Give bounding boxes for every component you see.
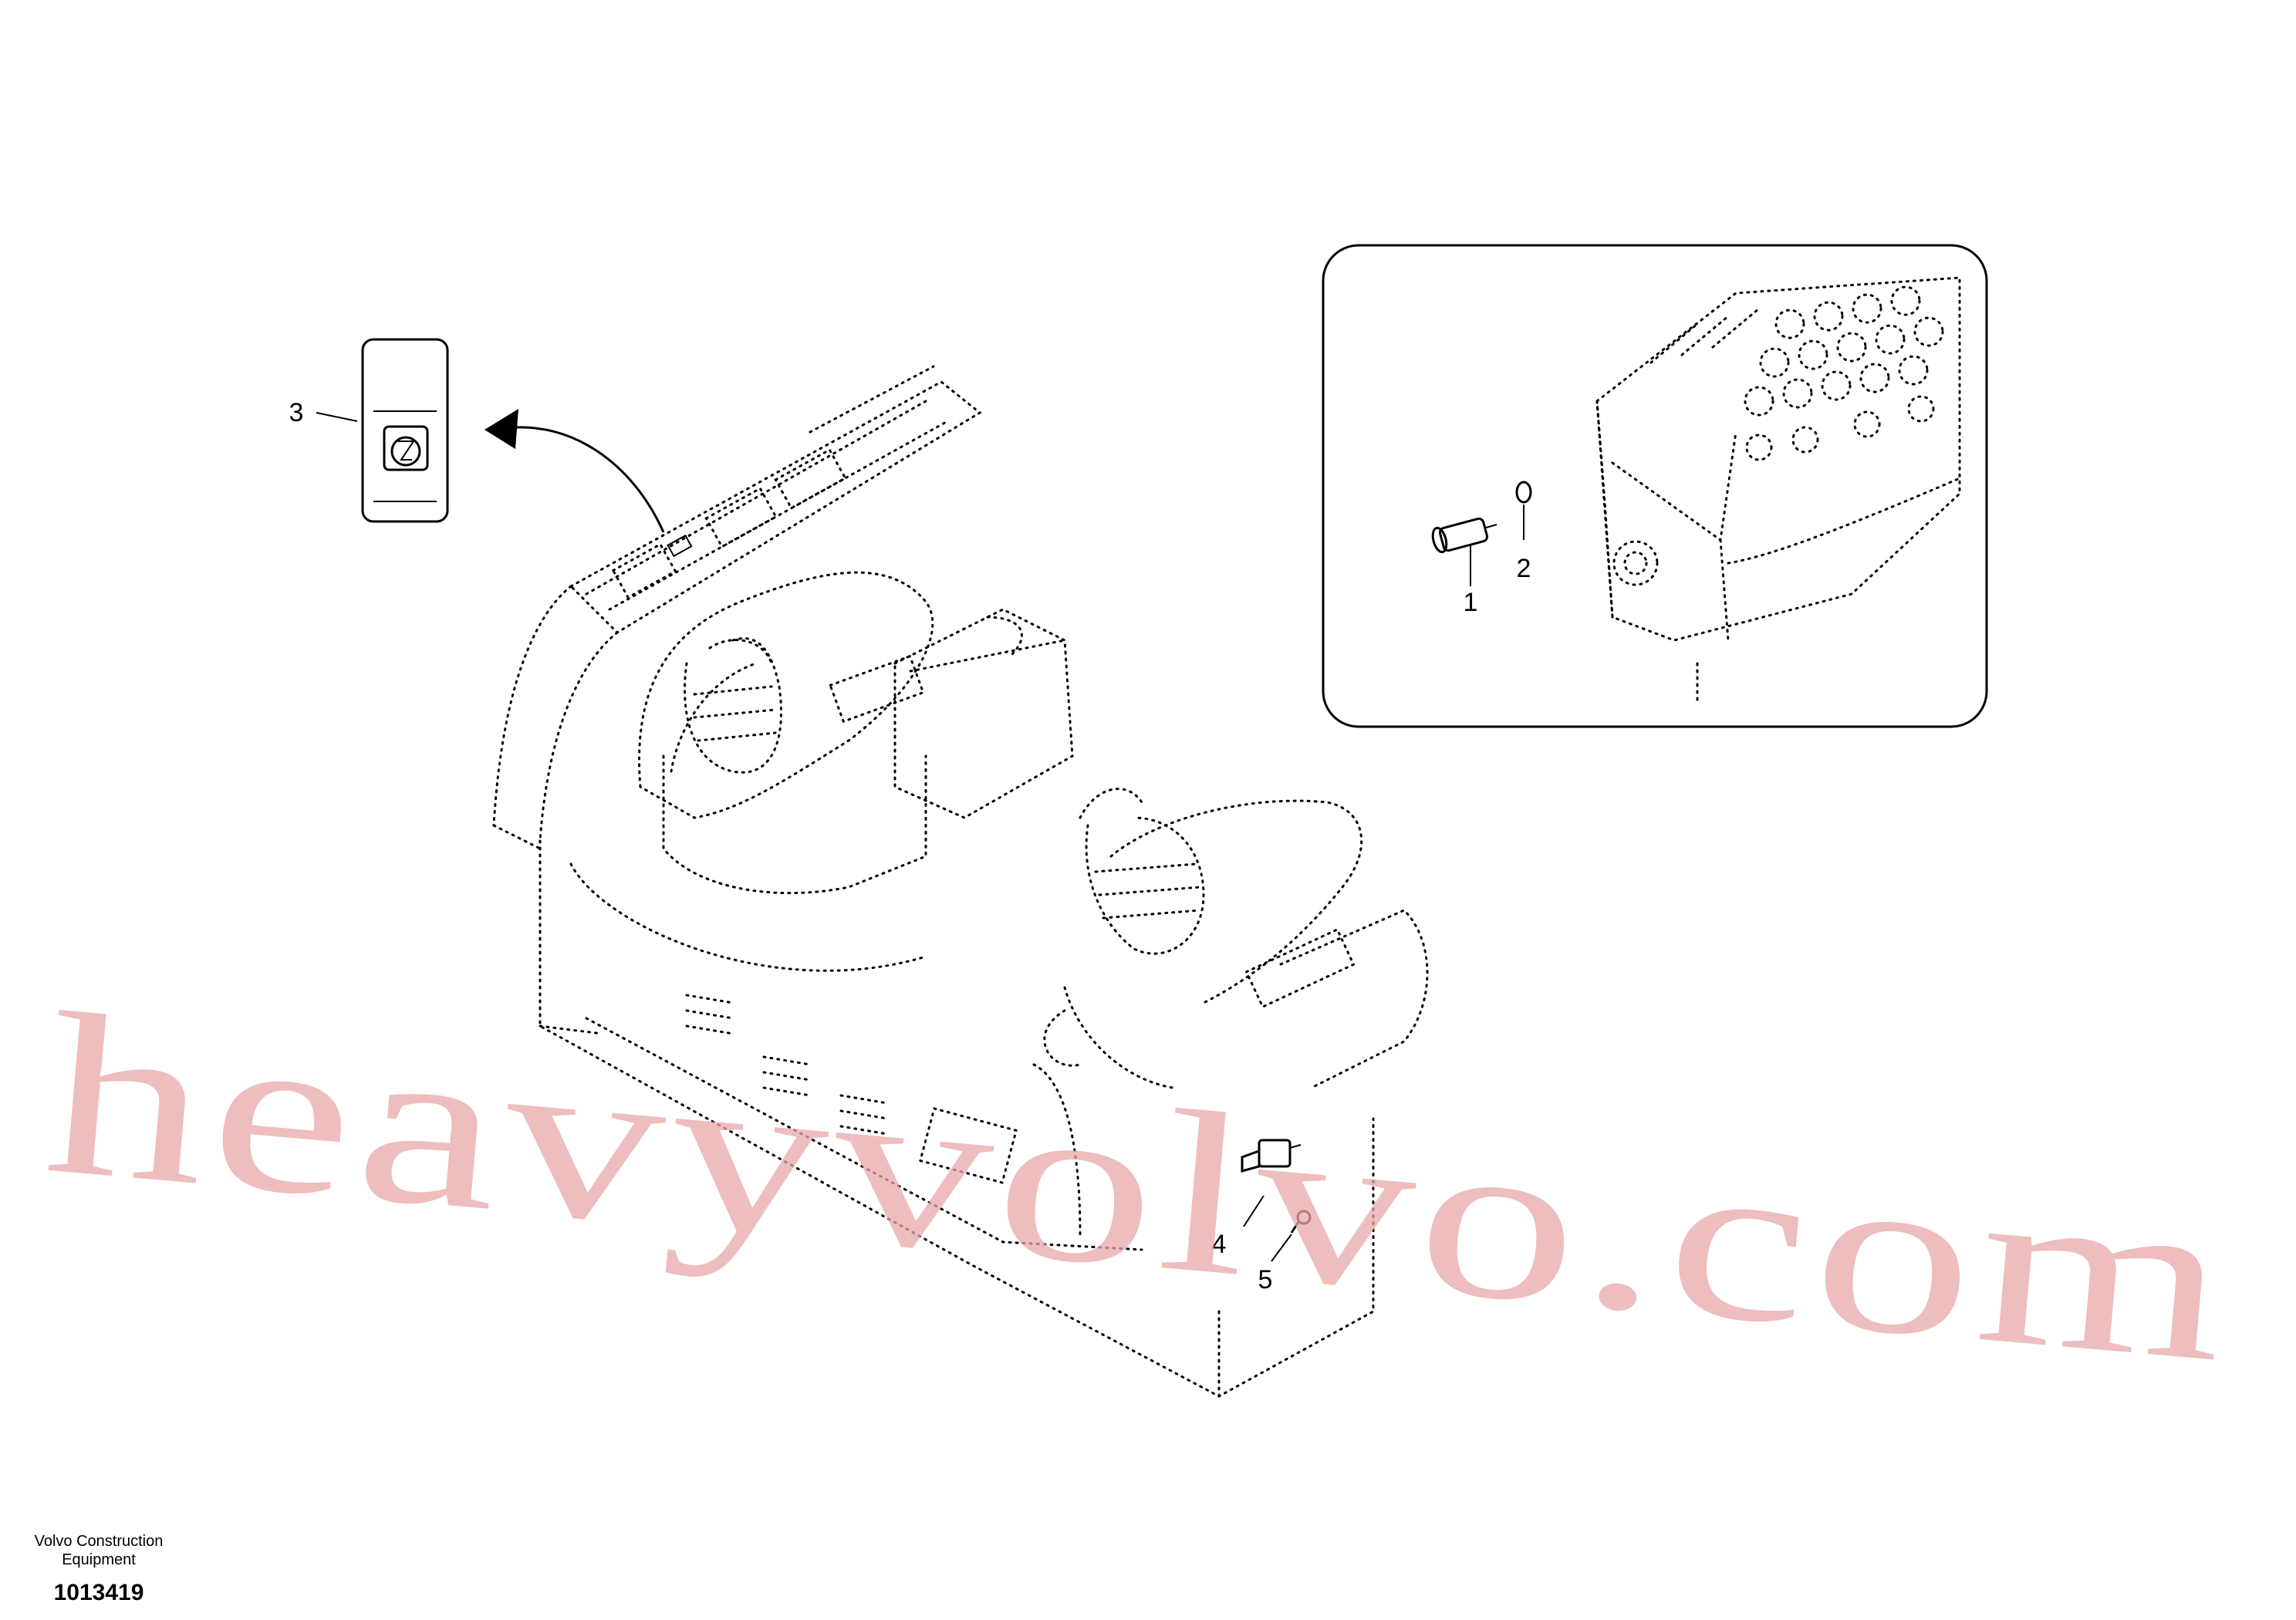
pressure-sensor-part-1 [1431, 517, 1497, 554]
inset-detail-panel [1322, 244, 1988, 728]
right-joystick [1043, 788, 1205, 1067]
callout-3: 3 [289, 398, 304, 427]
drawing-number: 1013419 [54, 1580, 144, 1605]
callout-2: 2 [1517, 554, 1531, 583]
callout-5: 5 [1258, 1265, 1273, 1294]
relay-part-4 [1241, 1139, 1302, 1173]
switch-decal-part-3 [361, 338, 449, 523]
watermark-text: heavyvolvo.com [38, 964, 2243, 1411]
callout-4: 4 [1212, 1230, 1227, 1259]
footer-company-line1: Volvo Construction [35, 1533, 164, 1550]
leader-lines [316, 412, 1524, 1262]
pointer-arrow [485, 409, 665, 533]
o-ring-part-2 [1515, 481, 1532, 504]
left-joystick [684, 637, 782, 774]
footer-company-line2: Equipment [62, 1551, 136, 1568]
bolt-part-5 [1290, 1210, 1312, 1234]
callout-1: 1 [1464, 588, 1478, 617]
operator-console-outline [492, 365, 1429, 1398]
